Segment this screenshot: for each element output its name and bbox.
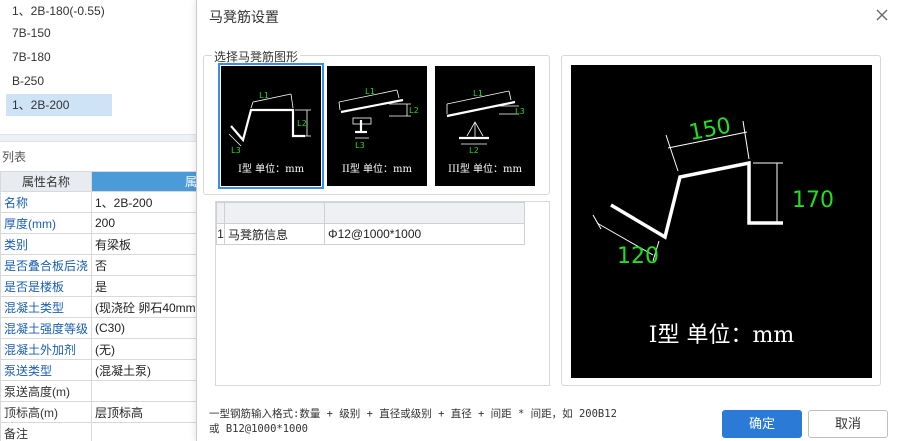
dialog-title: 马凳筋设置 [209, 9, 279, 25]
preview-caption: I型 单位：mm [648, 323, 795, 348]
property-row[interactable]: 是否叠合板后浇否 [0, 254, 201, 276]
property-name: 泵送高度(m) [0, 380, 92, 402]
preview-dim-left: 120 [617, 244, 659, 269]
property-name: 是否叠合板后浇 [0, 254, 92, 276]
property-value[interactable]: 1、2B-200 [91, 191, 201, 213]
shape1-label-l2: L2 [297, 119, 307, 128]
property-name: 是否是楼板 [0, 275, 92, 297]
property-value[interactable]: 是 [91, 275, 201, 297]
header-property-value: 属 [91, 171, 201, 192]
floor-list-item-selected[interactable]: 1、2B-200 [6, 94, 112, 116]
info-header-index [216, 202, 225, 224]
background-app: 1、2B-180(-0.55) 7B-150 7B-180 B-250 1、2B… [0, 0, 201, 441]
stirrup-info-table: 1 马凳筋信息 Φ12@1000*1000 [216, 202, 525, 245]
close-icon[interactable] [873, 6, 891, 24]
shape3-caption: III型 单位：mm [448, 164, 522, 175]
property-value[interactable] [91, 380, 201, 402]
property-row[interactable]: 混凝土类型(现浇砼 卵石40mm [0, 296, 201, 318]
property-table-header: 属性名称 属 [0, 171, 201, 192]
floor-list-item[interactable]: 7B-180 [12, 50, 51, 64]
shape-type-1-option[interactable]: L1 L2 L3 I型 单位：mm [218, 63, 324, 189]
shape2-label-l3: L3 [355, 141, 365, 150]
floor-list-item[interactable]: 1、2B-180(-0.55) [12, 4, 105, 18]
input-format-hint: 一型钢筋输入格式:数量 + 级别 + 直径或级别 + 直径 + 间距 * 间距，… [209, 407, 709, 437]
shape3-label-l1: L1 [473, 89, 483, 98]
property-name: 顶标高(m) [0, 401, 92, 423]
info-header-name [224, 202, 325, 224]
property-row[interactable]: 是否是楼板是 [0, 275, 201, 297]
header-property-name: 属性名称 [0, 171, 92, 192]
property-name: 备注 [0, 422, 92, 441]
stirrup-info-panel: 1 马凳筋信息 Φ12@1000*1000 [215, 201, 550, 386]
shape-type-2-option[interactable]: L1 L2 L3 II型 单位：mm [327, 66, 427, 186]
info-row-value-input[interactable]: Φ12@1000*1000 [324, 223, 525, 245]
property-value[interactable]: 否 [91, 254, 201, 276]
property-name: 类别 [0, 233, 92, 255]
property-panel-title: 列表 [0, 143, 200, 171]
ok-button[interactable]: 确定 [722, 410, 802, 438]
property-value[interactable]: 有梁板 [91, 233, 201, 255]
info-table-row[interactable]: 1 马凳筋信息 Φ12@1000*1000 [216, 223, 525, 245]
hint-line-1: 一型钢筋输入格式:数量 + 级别 + 直径或级别 + 直径 + 间距 * 间距，… [209, 408, 617, 420]
property-row[interactable]: 厚度(mm)200 [0, 212, 201, 234]
property-value[interactable]: 200 [91, 212, 201, 234]
property-value[interactable]: (混凝土泵) [91, 359, 201, 381]
info-table-header [216, 202, 525, 224]
property-row[interactable]: 混凝土强度等级(C30) [0, 317, 201, 339]
shape2-label-l1: L1 [365, 87, 375, 96]
property-value[interactable] [91, 422, 201, 441]
property-name: 混凝土强度等级 [0, 317, 92, 339]
panel-divider[interactable] [0, 134, 200, 142]
shape-preview-canvas: 150 170 120 I型 单位：mm [571, 65, 872, 378]
cancel-button[interactable]: 取消 [808, 410, 888, 438]
property-row[interactable]: 泵送高度(m) [0, 380, 201, 402]
shape1-caption: I型 单位：mm [237, 164, 305, 175]
property-name: 名称 [0, 191, 92, 213]
shape3-label-l2: L2 [469, 146, 479, 155]
shape1-label-l3: L3 [231, 146, 241, 155]
preview-dim-right: 170 [792, 188, 834, 213]
floor-list-item[interactable]: 7B-150 [12, 26, 51, 40]
floor-list-item[interactable]: B-250 [12, 74, 45, 88]
stirrup-settings-dialog: 马凳筋设置 选择马凳筋图形 [196, 0, 905, 441]
property-row[interactable]: 泵送类型(混凝土泵) [0, 359, 201, 381]
shape1-label-l1: L1 [259, 91, 269, 100]
preview-dim-top: 150 [687, 113, 733, 146]
info-header-value [324, 202, 525, 224]
shape-selection-group: 选择马凳筋图形 L1 [203, 48, 550, 195]
info-row-name: 马凳筋信息 [224, 223, 325, 245]
property-name: 混凝土外加剂 [0, 338, 92, 360]
property-value[interactable]: (现浇砼 卵石40mm [91, 296, 201, 318]
shape-type-3-option[interactable]: L1 L3 L2 III型 单位：mm [435, 66, 535, 186]
shape2-caption: II型 单位：mm [341, 164, 413, 175]
info-row-index: 1 [216, 223, 225, 245]
property-row[interactable]: 混凝土外加剂(无) [0, 338, 201, 360]
property-row[interactable]: 类别有梁板 [0, 233, 201, 255]
shape3-label-l3: L3 [515, 107, 525, 116]
property-value[interactable]: (C30) [91, 317, 201, 339]
property-name: 厚度(mm) [0, 212, 92, 234]
shape2-label-l2: L2 [409, 106, 419, 115]
property-name: 混凝土类型 [0, 296, 92, 318]
property-value[interactable]: 层顶标高 [91, 401, 201, 423]
shape-preview-panel: 150 170 120 I型 单位：mm [561, 55, 881, 386]
property-name: 泵送类型 [0, 359, 92, 381]
property-row[interactable]: 备注 [0, 422, 201, 441]
shape-group-label: 选择马凳筋图形 [212, 48, 301, 65]
property-row[interactable]: 顶标高(m)层顶标高 [0, 401, 201, 423]
hint-line-2: 或 B12@1000*1000 [209, 423, 309, 435]
property-value[interactable]: (无) [91, 338, 201, 360]
